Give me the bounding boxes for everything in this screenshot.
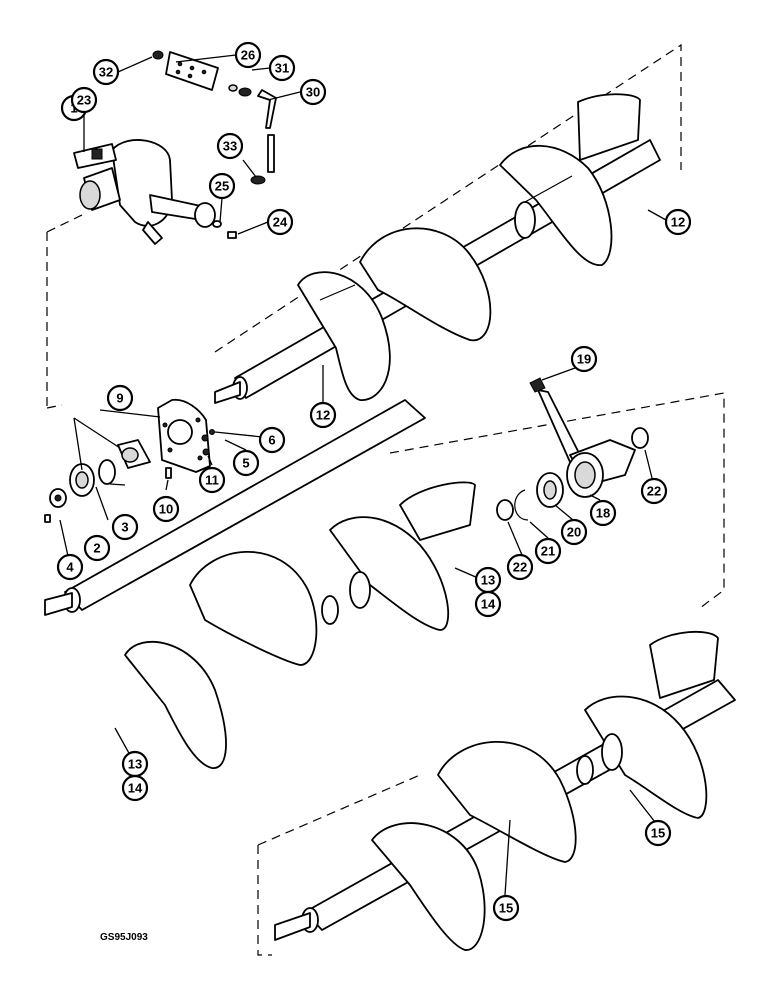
callout: 13 xyxy=(121,750,149,778)
svg-text:12: 12 xyxy=(671,215,685,230)
callout: 33 xyxy=(216,132,244,160)
callout: 13 xyxy=(474,566,502,594)
svg-text:30: 30 xyxy=(306,85,320,100)
callout: 31 xyxy=(268,54,296,82)
callout: 22 xyxy=(506,553,534,581)
svg-text:4: 4 xyxy=(66,560,74,575)
svg-text:12: 12 xyxy=(316,408,330,423)
svg-text:11: 11 xyxy=(205,473,219,488)
callout: 30 xyxy=(299,78,327,106)
svg-text:18: 18 xyxy=(596,506,610,521)
svg-text:31: 31 xyxy=(275,61,289,76)
svg-text:10: 10 xyxy=(159,502,173,517)
group-outline-bottom xyxy=(257,774,421,956)
callout: 12 xyxy=(309,401,337,429)
hardware-small-top xyxy=(152,50,277,239)
svg-text:26: 26 xyxy=(241,48,255,63)
upper-auger xyxy=(214,93,661,404)
gearbox-assembly xyxy=(73,139,216,245)
mounting-plate-lower xyxy=(157,398,215,479)
callout: 15 xyxy=(492,894,520,922)
svg-text:15: 15 xyxy=(499,901,513,916)
callout: 24 xyxy=(266,208,294,236)
callout: 14 xyxy=(121,774,149,802)
drive-arm-assembly xyxy=(496,377,649,521)
callout: 26 xyxy=(234,41,262,69)
svg-text:20: 20 xyxy=(567,525,581,540)
svg-text:22: 22 xyxy=(513,560,527,575)
svg-text:6: 6 xyxy=(268,433,275,448)
svg-text:13: 13 xyxy=(128,757,142,772)
callout: 6 xyxy=(258,426,286,454)
svg-text:2: 2 xyxy=(93,541,100,556)
callout: 18 xyxy=(589,499,617,527)
svg-text:9: 9 xyxy=(116,391,123,406)
leader-lines xyxy=(59,54,667,896)
lower-auger xyxy=(274,630,736,951)
svg-text:23: 23 xyxy=(77,93,91,108)
svg-text:33: 33 xyxy=(223,139,237,154)
callout: 25 xyxy=(208,172,236,200)
callout: 19 xyxy=(570,345,598,373)
middle-auger xyxy=(44,399,476,769)
bearing-flange-assembly xyxy=(44,439,151,523)
svg-text:19: 19 xyxy=(577,352,591,367)
group-outline-top xyxy=(46,43,682,409)
callout: 23 xyxy=(70,86,98,114)
svg-text:14: 14 xyxy=(128,781,143,796)
svg-text:25: 25 xyxy=(215,179,229,194)
svg-text:21: 21 xyxy=(541,544,555,559)
svg-text:24: 24 xyxy=(273,215,288,230)
callout: 32 xyxy=(92,58,120,86)
callout: 12 xyxy=(664,208,692,236)
svg-text:22: 22 xyxy=(647,484,661,499)
callout: 11 xyxy=(198,466,226,494)
svg-text:15: 15 xyxy=(651,826,665,841)
callout: 5 xyxy=(232,449,260,477)
callout: 4 xyxy=(56,553,84,581)
drawing-code: GS95J093 xyxy=(100,932,148,943)
svg-text:5: 5 xyxy=(242,456,249,471)
callout: 2 xyxy=(83,534,111,562)
callout: 21 xyxy=(534,537,562,565)
svg-text:32: 32 xyxy=(99,65,113,80)
callout: 20 xyxy=(560,518,588,546)
callout: 14 xyxy=(474,590,502,618)
svg-text:3: 3 xyxy=(121,520,128,535)
svg-text:14: 14 xyxy=(481,597,496,612)
callout: 15 xyxy=(644,819,672,847)
callout: 10 xyxy=(152,495,180,523)
callout: 3 xyxy=(111,513,139,541)
callout: 9 xyxy=(106,384,134,412)
callout: 22 xyxy=(640,477,668,505)
svg-text:13: 13 xyxy=(481,573,495,588)
